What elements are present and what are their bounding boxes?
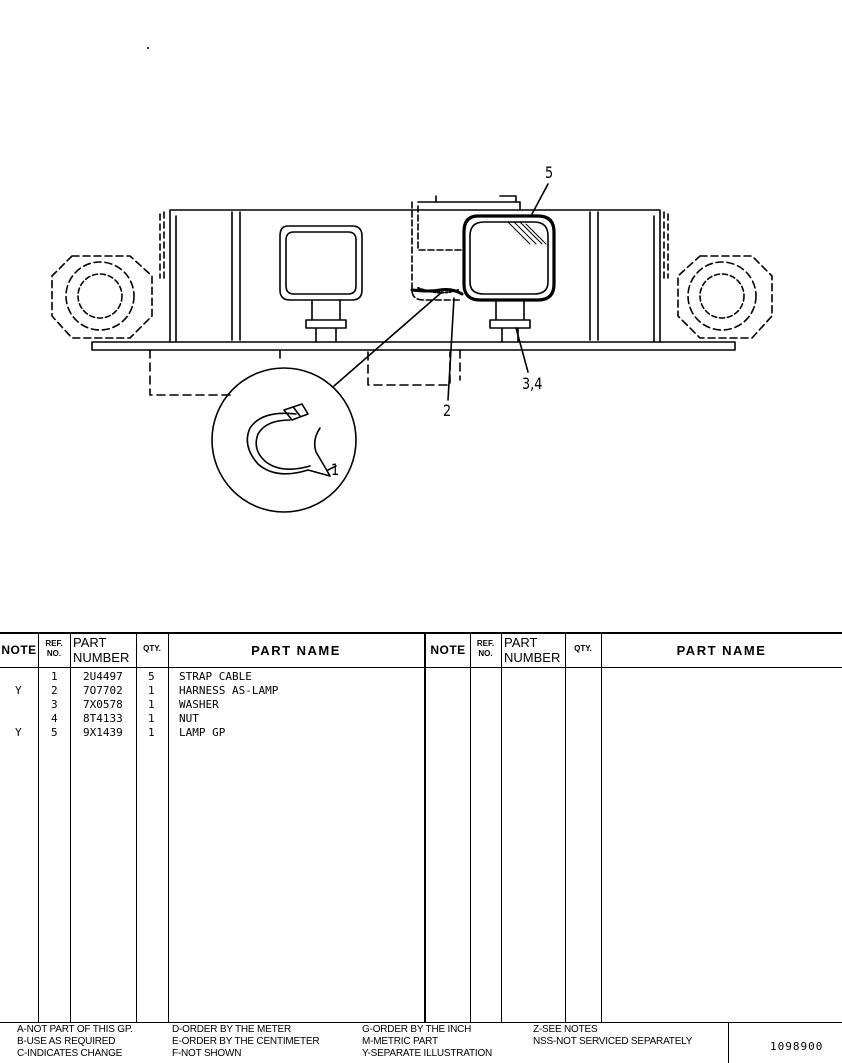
table-row: 3 7X0578 1 WASHER	[0, 698, 424, 712]
col-divider	[470, 632, 471, 1022]
callout-1: 1	[331, 460, 340, 479]
row-ref: 4	[51, 712, 58, 725]
row-ref: 1	[51, 670, 58, 683]
col-divider	[501, 632, 502, 1022]
callout-2: 2	[443, 401, 452, 420]
col-divider	[168, 632, 169, 1022]
row-note: Y	[15, 684, 22, 697]
col-divider	[565, 632, 566, 1022]
row-qty: 5	[148, 670, 155, 683]
table-row: 1 2U4497 5 STRAP CABLE	[0, 670, 424, 684]
table-row: 4 8T4133 1 NUT	[0, 712, 424, 726]
col-divider	[424, 632, 426, 1022]
row-part-name: STRAP CABLE	[179, 670, 252, 683]
legend-col-2: D-ORDER BY THE METER E-ORDER BY THE CENT…	[172, 1024, 320, 1060]
col-divider	[601, 632, 602, 1022]
legend-item: NSS-NOT SERVICED SEPARATELY	[533, 1036, 693, 1047]
row-part-name: NUT	[179, 712, 199, 725]
right-pivot-hub	[699, 273, 745, 319]
header-ref-line1: REF.	[45, 639, 63, 648]
legend-col-1: A-NOT PART OF THIS GP. B-USE AS REQUIRED…	[17, 1024, 133, 1060]
legend-item: B-USE AS REQUIRED	[17, 1036, 116, 1047]
table-header-divider	[0, 667, 842, 668]
callout-5: 5	[545, 163, 554, 182]
header-part-number-right: PART NUMBER	[504, 635, 566, 665]
leader-detail	[333, 291, 443, 387]
legend-item: Y-SEPARATE ILLUSTRATION	[362, 1048, 493, 1059]
header-note: NOTE	[1, 643, 37, 657]
header-note-right: NOTE	[430, 643, 466, 657]
legend-item: Z-SEE NOTES	[533, 1024, 598, 1035]
parts-table: NOTE REF. NO. PART NUMBER QTY. PART NAME…	[0, 632, 842, 1022]
legend-item: G-ORDER BY THE INCH	[362, 1024, 472, 1035]
illustration-number: 1098900	[770, 1040, 824, 1053]
header-part-number: PART NUMBER	[73, 635, 137, 665]
footer-top-border	[0, 1022, 842, 1023]
detail-view-strap	[211, 367, 357, 513]
legend-col-3: G-ORDER BY THE INCH M-METRIC PART Y-SEPA…	[362, 1024, 492, 1060]
header-part-line2-right: NUMBER	[504, 650, 561, 665]
row-ref: 2	[51, 684, 58, 697]
legend-item: E-ORDER BY THE CENTIMETER	[172, 1036, 320, 1047]
left-lamp	[279, 225, 363, 343]
row-ref: 5	[51, 726, 58, 739]
legend-item: D-ORDER BY THE METER	[172, 1024, 291, 1035]
row-qty: 1	[148, 698, 155, 711]
col-divider	[70, 632, 71, 1022]
row-qty: 1	[148, 712, 155, 725]
frame-body	[91, 209, 736, 351]
legend-item: F-NOT SHOWN	[172, 1048, 242, 1059]
header-part-line2: NUMBER	[73, 650, 130, 665]
leader-5	[531, 183, 549, 215]
header-ref-no: REF. NO.	[38, 639, 70, 659]
lamp-gp-part-5	[462, 214, 556, 343]
legend-col-4: Z-SEE NOTES NSS-NOT SERVICED SEPARATELY	[533, 1024, 692, 1048]
header-qty-right: QTY.	[574, 644, 592, 653]
row-part-number: 8T4133	[83, 712, 123, 725]
legend-item: M-METRIC PART	[362, 1036, 438, 1047]
leader-3-4	[515, 327, 529, 373]
header-ref-line2: NO.	[46, 649, 62, 658]
legend-footer: A-NOT PART OF THIS GP. B-USE AS REQUIRED…	[0, 1022, 842, 1063]
table-row: Y 2 7O7702 1 HARNESS AS-LAMP	[0, 684, 424, 698]
row-note: Y	[15, 726, 22, 739]
row-part-name: HARNESS AS-LAMP	[179, 684, 279, 697]
row-part-number: 2U4497	[83, 670, 123, 683]
row-qty: 1	[148, 726, 155, 739]
row-part-name: LAMP GP	[179, 726, 226, 739]
legend-item: A-NOT PART OF THIS GP.	[17, 1024, 133, 1035]
row-part-number: 7X0578	[83, 698, 123, 711]
header-part-name-right: PART NAME	[676, 643, 767, 658]
callout-3-4: 3,4	[522, 374, 543, 393]
right-pivot	[677, 255, 773, 339]
hidden-lines-below	[149, 349, 461, 396]
lamp-assembly-diagram	[51, 47, 773, 513]
table-top-border	[0, 632, 842, 634]
header-part-name: PART NAME	[251, 643, 341, 658]
header-qty: QTY.	[143, 644, 161, 653]
col-divider	[38, 632, 39, 1022]
header-part-line1: PART	[73, 635, 107, 650]
header-part-line1-right: PART	[504, 635, 538, 650]
col-divider	[136, 632, 137, 1022]
header-ref-line2-right: NO.	[478, 649, 493, 658]
harness-box	[410, 195, 521, 301]
table-row: Y 5 9X1439 1 LAMP GP	[0, 726, 424, 740]
row-part-number: 9X1439	[83, 726, 123, 739]
leader-2	[447, 297, 455, 401]
scan-speck	[147, 47, 149, 49]
header-ref-line1-right: REF.	[476, 639, 495, 648]
legend-item: C-INDICATES CHANGE	[17, 1048, 123, 1059]
row-part-name: WASHER	[179, 698, 219, 711]
left-pivot	[51, 255, 153, 339]
row-ref: 3	[51, 698, 58, 711]
row-part-number: 7O7702	[83, 684, 123, 697]
left-pivot-hub	[77, 273, 123, 319]
header-ref-no-right: REF. NO.	[470, 639, 501, 659]
row-qty: 1	[148, 684, 155, 697]
footer-divider	[728, 1022, 729, 1063]
